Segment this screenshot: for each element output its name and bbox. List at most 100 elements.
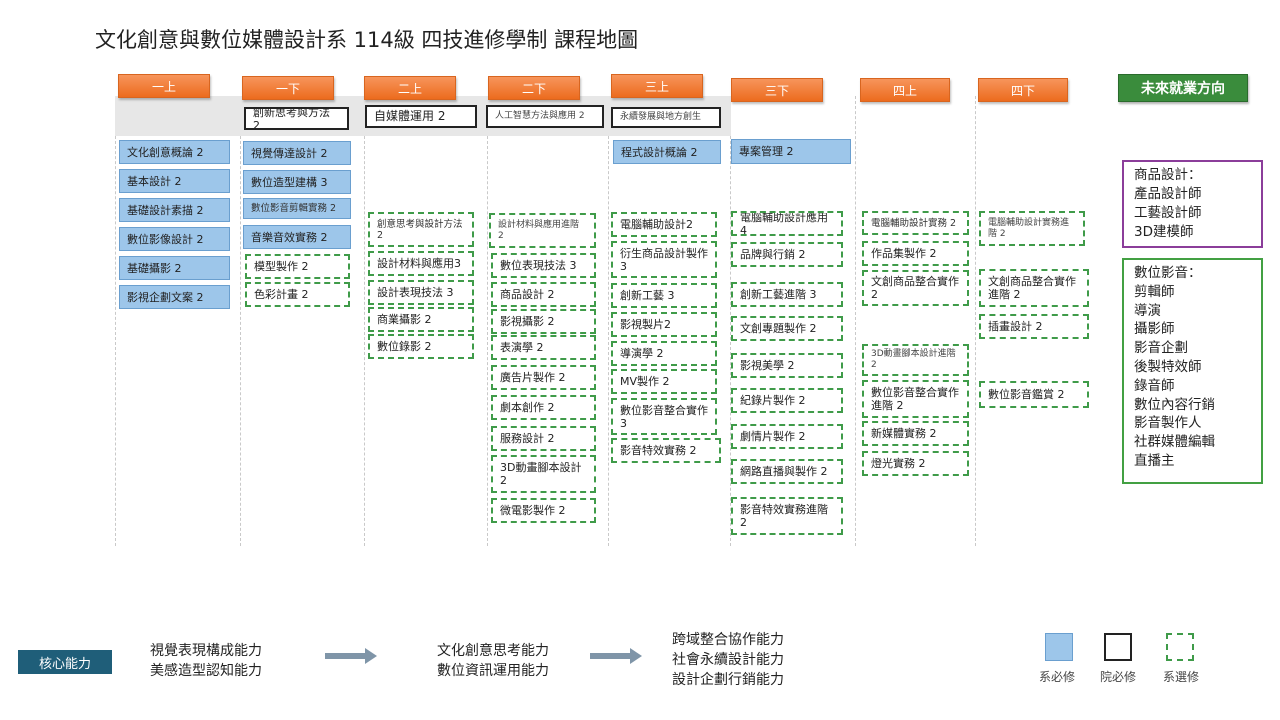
course-elective: 作品集製作 2	[862, 241, 969, 266]
course-elective: 數位影音整合實作進階 2	[862, 380, 969, 418]
course-dept-required: 文化創意概論 2	[119, 140, 230, 164]
course-elective: 創新工藝進階 3	[731, 282, 843, 307]
career-item: 產品設計師	[1134, 186, 1202, 202]
career-item: 攝影師	[1134, 321, 1175, 338]
course-elective: 商品設計 2	[491, 282, 596, 307]
legend-dept-required-swatch	[1045, 633, 1073, 661]
legend-dept-elective-swatch	[1166, 633, 1194, 661]
core-competency-label: 核心能力	[18, 650, 112, 674]
career-item: 剪輯師	[1134, 283, 1175, 300]
career-item: 影音製作人	[1134, 415, 1202, 432]
career-item: 3D建模師	[1134, 224, 1194, 240]
course-elective: 模型製作 2	[245, 254, 350, 279]
course-elective: 服務設計 2	[491, 426, 596, 451]
career-item: 影音企劃	[1134, 340, 1188, 357]
course-elective: 文創商品整合實作進階 2	[979, 269, 1089, 307]
course-college-required: 人工智慧方法與應用 2	[486, 105, 604, 128]
course-elective: 影視攝影 2	[491, 309, 596, 334]
course-elective: 影音特效實務進階 2	[731, 497, 843, 535]
course-dept-required: 數位造型建構 3	[243, 170, 351, 194]
legend-dept-required-label: 系必修	[1039, 670, 1076, 684]
right-arrow-icon	[590, 648, 642, 664]
course-elective: 數位表現技法 3	[491, 253, 596, 278]
course-elective: 劇情片製作 2	[731, 424, 843, 449]
legend-dept-elective-label: 系選修	[1163, 670, 1200, 684]
course-college-required: 永續發展與地方創生	[611, 107, 721, 128]
course-elective: 劇本創作 2	[491, 395, 596, 420]
course-elective: 影音特效實務 2	[611, 438, 721, 463]
career-item: 社群媒體編輯	[1134, 434, 1215, 451]
course-elective: 數位影音鑑賞 2	[979, 381, 1089, 408]
right-arrow-icon	[325, 648, 377, 664]
core-group-3: 跨域整合協作能力 社會永續設計能力 設計企劃行銷能力	[672, 632, 784, 688]
future-careers-header: 未來就業方向	[1118, 74, 1248, 102]
column-guide	[730, 136, 731, 546]
semester-header-7: 四上	[860, 78, 950, 102]
course-elective: 新媒體實務 2	[862, 421, 969, 446]
career-box-product-design: 商品設計： 產品設計師 工藝設計師 3D建模師	[1122, 160, 1263, 248]
course-elective: 電腦輔助設計2	[611, 212, 717, 237]
semester-header-1: 一上	[118, 74, 210, 98]
course-elective: 文創專題製作 2	[731, 316, 843, 341]
career-item: 商品設計：	[1134, 167, 1202, 183]
course-elective: 電腦輔助設計實務 2	[862, 211, 969, 235]
column-guide	[115, 136, 116, 546]
career-item: 數位影音：	[1134, 265, 1202, 281]
course-elective: 創意思考與設計方法 2	[368, 212, 474, 247]
course-elective: 插畫設計 2	[979, 314, 1089, 339]
career-box-digital-media: 數位影音： 剪輯師 導演 攝影師 影音企劃 後製特效師 錄音師 數位內容行銷 影…	[1122, 258, 1263, 484]
career-item: 後製特效師	[1134, 358, 1202, 375]
course-dept-required: 視覺傳達設計 2	[243, 141, 351, 165]
course-dept-required: 數位影音剪輯實務 2	[243, 198, 351, 219]
course-elective: 衍生商品設計製作 3	[611, 241, 717, 278]
semester-header-3: 二上	[364, 76, 456, 100]
course-dept-required: 音樂音效實務 2	[243, 225, 351, 249]
course-elective: 網路直播與製作 2	[731, 459, 843, 484]
semester-header-8: 四下	[978, 78, 1068, 102]
course-elective: 電腦輔助設計應用4	[731, 211, 843, 236]
course-elective: 3D動畫腳本設計進階 2	[862, 344, 969, 376]
course-dept-required: 程式設計概論 2	[613, 140, 721, 164]
course-dept-required: 數位影像設計 2	[119, 227, 230, 251]
column-guide	[608, 136, 609, 546]
course-elective: 設計材料與應用進階 2	[489, 213, 596, 248]
course-elective: 廣告片製作 2	[491, 365, 596, 390]
career-item: 數位內容行銷	[1134, 396, 1215, 413]
course-elective: 微電影製作 2	[491, 498, 596, 523]
course-elective: 影視美學 2	[731, 353, 843, 378]
career-item: 導演	[1134, 302, 1161, 319]
course-dept-required: 基本設計 2	[119, 169, 230, 193]
semester-header-6: 三下	[731, 78, 823, 102]
course-dept-required: 基礎設計素描 2	[119, 198, 230, 222]
course-elective: 設計材料與應用3	[368, 251, 474, 276]
course-elective: 創新工藝 3	[611, 283, 717, 308]
course-elective: 燈光實務 2	[862, 451, 969, 476]
column-guide	[975, 96, 976, 546]
course-elective: 電腦輔助設計實務進階 2	[979, 211, 1085, 246]
course-elective: 商業攝影 2	[368, 307, 474, 332]
legend-college-required-swatch	[1104, 633, 1132, 661]
course-dept-required: 影視企劃文案 2	[119, 285, 230, 309]
semester-header-4: 二下	[488, 76, 580, 100]
course-elective: 數位錄影 2	[368, 334, 474, 359]
course-elective: 設計表現技法 3	[368, 280, 474, 305]
column-guide	[487, 136, 488, 546]
career-item: 直播主	[1134, 452, 1175, 469]
column-guide	[240, 136, 241, 546]
course-dept-required: 專案管理 2	[731, 139, 851, 164]
career-item: 錄音師	[1134, 377, 1175, 394]
course-elective: 色彩計畫 2	[245, 282, 350, 307]
course-elective: 影視製片2	[611, 312, 717, 337]
core-group-2: 文化創意思考能力 數位資訊運用能力	[437, 643, 549, 679]
course-college-required: 自媒體運用 2	[365, 105, 477, 128]
course-elective: 3D動畫腳本設計 2	[491, 455, 596, 493]
course-elective: 導演學 2	[611, 341, 717, 366]
column-guide	[855, 96, 856, 546]
semester-header-5: 三上	[611, 74, 703, 98]
semester-header-2: 一下	[242, 76, 334, 100]
course-elective: 表演學 2	[491, 335, 596, 360]
course-elective: 品牌與行銷 2	[731, 242, 843, 267]
course-college-required: 創新思考與方法 2	[244, 107, 349, 130]
course-dept-required: 基礎攝影 2	[119, 256, 230, 280]
course-elective: MV製作 2	[611, 369, 717, 394]
